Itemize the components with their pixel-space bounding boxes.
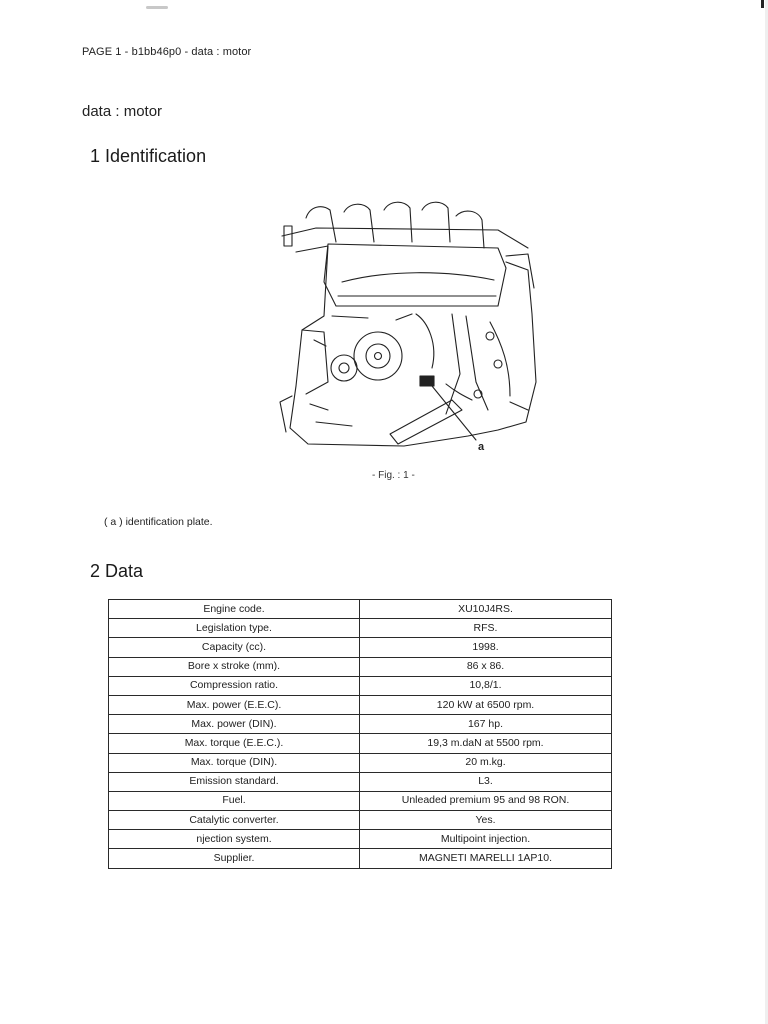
spec-label: Capacity (cc). [108,637,360,658]
table-row: Engine code.XU10J4RS. [108,598,612,620]
scan-smudge [146,6,168,9]
spec-label: Max. power (DIN). [108,714,360,735]
scan-edge [765,0,768,1024]
section-data-heading: 2 Data [90,561,144,581]
table-row: njection system.Multipoint injection. [108,829,612,850]
spec-value: 167 hp. [359,714,612,735]
spec-label: Engine code. [108,598,360,620]
section-identification-heading: 1 Identification [90,146,207,166]
callout-letter: a [478,441,485,453]
scan-edge-mark [761,0,764,8]
spec-value: Multipoint injection. [359,829,612,850]
spec-value: MAGNETI MARELLI 1AP10. [359,848,612,869]
spec-value: 19,3 m.daN at 5500 rpm. [359,733,612,754]
table-row: Max. torque (DIN).20 m.kg. [108,752,612,773]
table-row: Bore x stroke (mm).86 x 86. [108,656,612,677]
table-row: Fuel.Unleaded premium 95 and 98 RON. [108,790,612,812]
spec-value: XU10J4RS. [359,598,612,620]
identification-plate-label: ( a ) identification plate. [104,516,213,528]
spec-label: Catalytic converter. [108,810,360,831]
figure-caption: - Fig. : 1 - [372,470,415,481]
spec-label: Compression ratio. [108,675,360,696]
spec-value: 120 kW at 6500 rpm. [359,694,612,716]
spec-label: Bore x stroke (mm). [108,656,360,677]
spec-value: RFS. [359,618,612,639]
table-row: Capacity (cc).1998. [108,637,612,658]
spec-value: 10,8/1. [359,675,612,696]
spec-label: Fuel. [108,790,360,812]
table-row: Compression ratio.10,8/1. [108,675,612,696]
spec-value: Unleaded premium 95 and 98 RON. [359,790,612,812]
spec-value: Yes. [359,810,612,831]
table-row: Catalytic converter.Yes. [108,810,612,831]
table-row: Supplier.MAGNETI MARELLI 1AP10. [108,848,612,869]
table-row: Max. power (DIN).167 hp. [108,714,612,735]
spec-label: Max. torque (DIN). [108,752,360,773]
spec-value: L3. [359,771,612,792]
table-row: Max. torque (E.E.C.).19,3 m.daN at 5500 … [108,733,612,754]
spec-value: 1998. [359,637,612,658]
document-title: data : motor [82,103,163,120]
engine-figure: a [279,201,537,453]
table-row: Emission standard.L3. [108,771,612,792]
spec-label: Emission standard. [108,771,360,792]
engine-spec-table: Engine code.XU10J4RS. Legislation type.R… [108,598,612,869]
spec-label: njection system. [108,829,360,850]
spec-value: 20 m.kg. [359,752,612,773]
spec-label: Supplier. [108,848,360,869]
spec-label: Max. torque (E.E.C.). [108,733,360,754]
spec-value: 86 x 86. [359,656,612,677]
table-row: Legislation type.RFS. [108,618,612,639]
spec-label: Max. power (E.E.C). [108,694,360,716]
spec-label: Legislation type. [108,618,360,639]
page-header: PAGE 1 - b1bb46p0 - data : motor [82,46,252,58]
table-row: Max. power (E.E.C).120 kW at 6500 rpm. [108,694,612,716]
